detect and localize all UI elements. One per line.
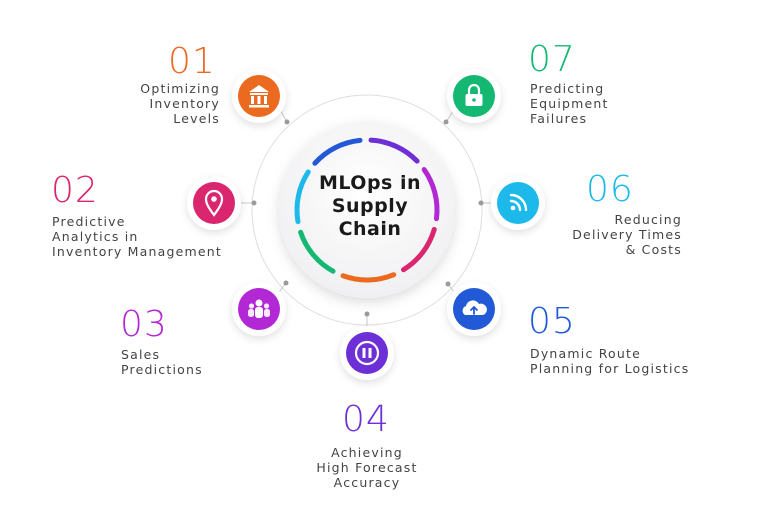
arc-segment-07 [298, 229, 336, 274]
step-04-number: 04 [342, 399, 390, 440]
step-03-line-1: Sales [121, 347, 161, 362]
step-07-line-2: Equipment [530, 96, 609, 111]
step-05-line-2: Planning for Logistics [530, 361, 690, 376]
arc-segment-01 [340, 272, 397, 283]
step-04-line-3: Accuracy [333, 475, 401, 490]
step-07-line-3: Failures [530, 111, 588, 126]
connector-dot-01 [284, 119, 290, 125]
rss-feed-icon [509, 193, 528, 212]
step-02-line-2: Analytics in [52, 229, 139, 244]
step-02-node [187, 176, 241, 230]
bank-icon [249, 85, 269, 108]
step-07-line-1: Predicting [530, 81, 605, 96]
step-03-label: Sales Predictions [121, 347, 241, 377]
step-01-node [232, 69, 286, 123]
cloud-upload-icon [462, 300, 487, 315]
step-04-line-1: Achieving [331, 445, 403, 460]
hub-title-line-2: Supply [331, 195, 409, 217]
step-04-line-2: High Forecast [316, 460, 418, 475]
step-01-line-2: Inventory [149, 96, 220, 111]
connector-dot-02 [251, 200, 257, 206]
step-06-number: 06 [586, 169, 634, 210]
step-02-label: Predictive Analytics in Inventory Manage… [52, 214, 242, 259]
step-03-number: 03 [120, 304, 168, 345]
step-06-line-3: & Costs [625, 242, 682, 257]
arc-segment-05 [312, 137, 363, 166]
step-03-node [232, 282, 286, 336]
step-06-node [491, 176, 545, 230]
step-02-line-1: Predictive [52, 214, 126, 229]
location-pin-icon [204, 189, 224, 217]
hub-circle [279, 122, 455, 298]
step-02-line-3: Inventory Management [52, 244, 223, 259]
connector-dot-07 [443, 119, 449, 125]
pause-icon [354, 340, 380, 366]
step-04-label: Achieving High Forecast Accuracy [297, 445, 437, 490]
arc-segment-02 [401, 226, 437, 273]
connector-dot-03 [283, 280, 289, 286]
users-group-icon [248, 299, 270, 318]
step-04-node [340, 326, 394, 380]
connector-dot-06 [478, 200, 484, 206]
hub-title: MLOps in Supply Chain [301, 172, 439, 252]
arc-segment-04 [368, 137, 420, 164]
step-06-line-2: Delivery Times [572, 227, 682, 242]
lock-icon [465, 83, 483, 106]
step-01-line-1: Optimizing [140, 81, 220, 96]
connector-dot-04 [364, 311, 370, 317]
hub-title-line-3: Chain [338, 218, 402, 240]
connector-dot-05 [445, 281, 451, 287]
hub-title-line-1: MLOps in [318, 172, 422, 194]
step-05-label: Dynamic Route Planning for Logistics [530, 346, 710, 376]
arc-segment-03 [421, 167, 440, 222]
step-06-line-1: Reducing [614, 212, 682, 227]
step-01-label: Optimizing Inventory Levels [100, 81, 220, 126]
step-01-line-3: Levels [173, 111, 220, 126]
step-02-number: 02 [51, 170, 99, 211]
step-06-label: Reducing Delivery Times & Costs [555, 212, 682, 257]
step-07-number: 07 [528, 39, 576, 80]
step-07-label: Predicting Equipment Failures [530, 81, 650, 126]
step-03-line-2: Predictions [121, 362, 203, 377]
step-05-line-1: Dynamic Route [530, 346, 641, 361]
arc-segment-06 [294, 169, 311, 225]
step-07-node [447, 69, 501, 123]
step-05-number: 05 [528, 301, 576, 342]
hub-arc-segments [294, 137, 440, 283]
step-01-number: 01 [168, 41, 216, 82]
step-05-node [447, 282, 501, 336]
